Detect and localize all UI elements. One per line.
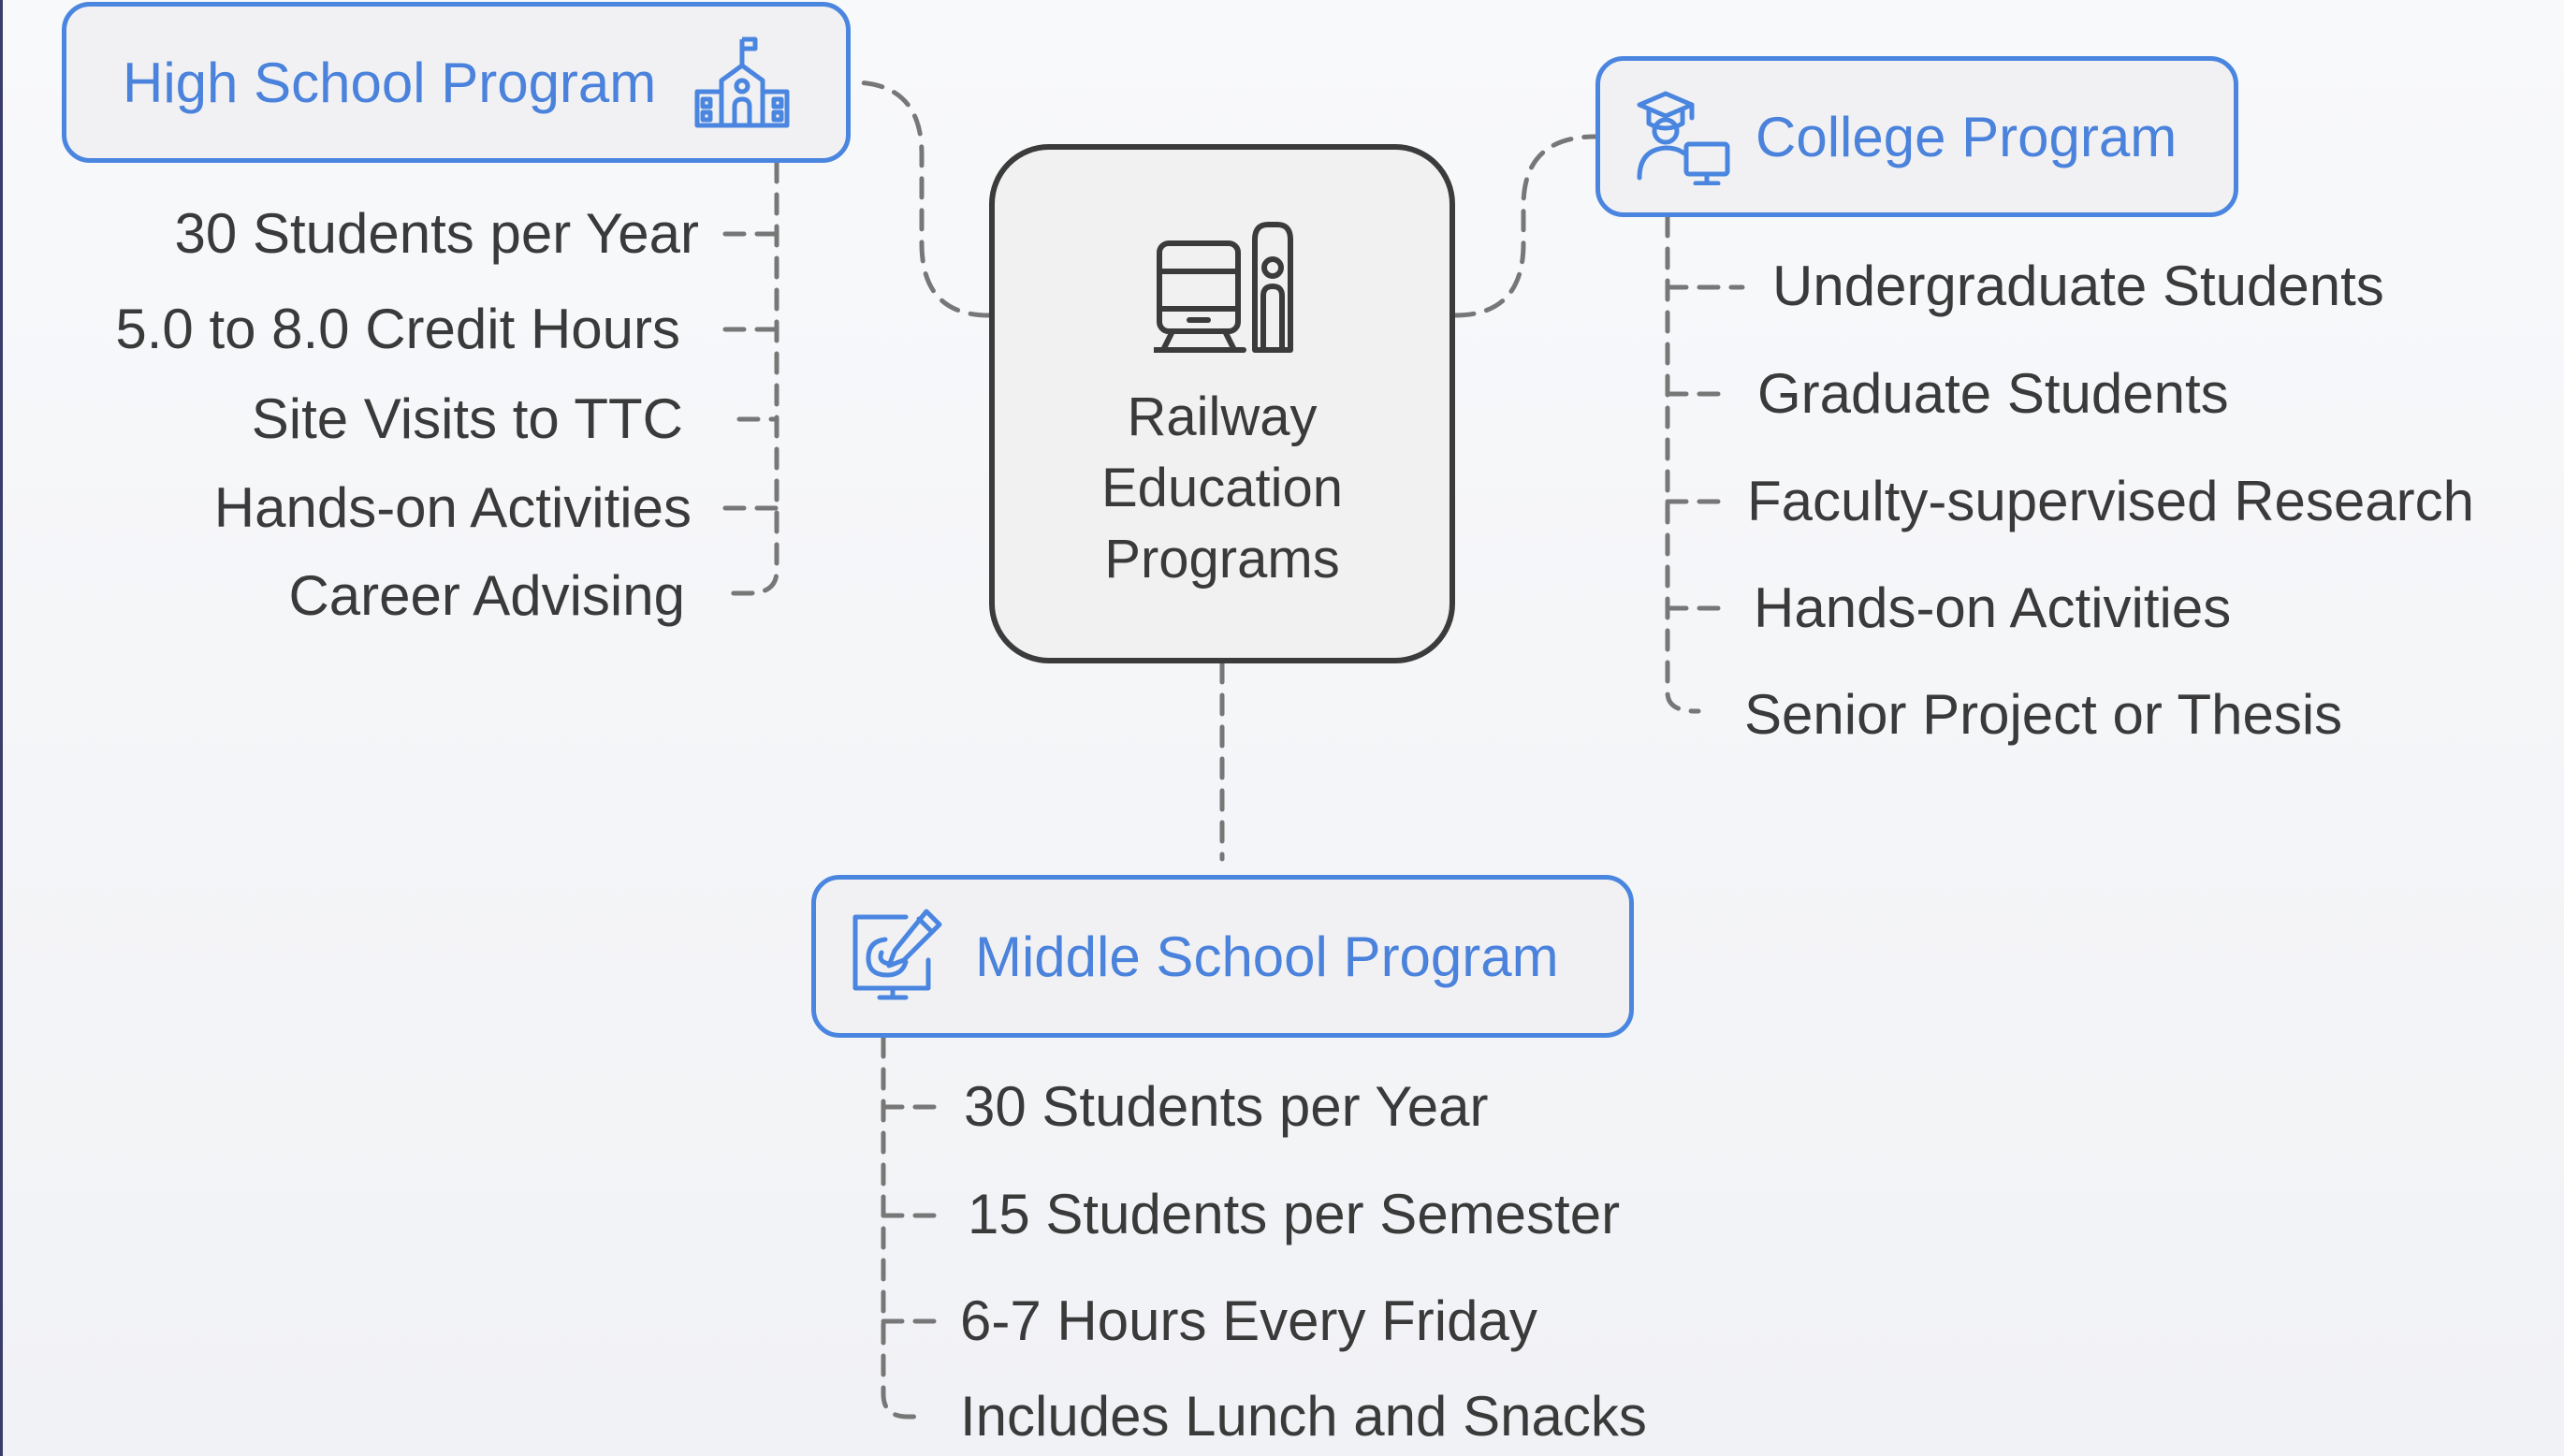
college-program-node[interactable]: College Program	[1595, 56, 2238, 217]
list-item: Undergraduate Students	[1772, 255, 2384, 317]
list-item: Senior Project or Thesis	[1744, 683, 2343, 746]
list-item: Hands-on Activities	[1754, 576, 2232, 639]
high-school-program-node[interactable]: High School Program	[62, 2, 851, 163]
middle-school-program-title: Middle School Program	[975, 925, 1559, 988]
list-item: 15 Students per Semester	[968, 1183, 1621, 1245]
list-item: 30 Students per Year	[174, 202, 699, 265]
list-item: Graduate Students	[1757, 362, 2229, 425]
central-node: Railway Education Programs	[989, 144, 1455, 663]
list-item: Site Visits to TTC	[251, 387, 683, 450]
list-item: Includes Lunch and Snacks	[960, 1385, 1647, 1448]
central-label: Railway Education Programs	[1101, 386, 1343, 590]
middle-school-program-node[interactable]: Middle School Program	[811, 875, 1634, 1038]
graduate-computer-icon	[1637, 91, 1730, 185]
college-program-title: College Program	[1755, 105, 2178, 168]
train-station-icon	[1154, 222, 1293, 353]
list-item: Faculty-supervised Research	[1747, 470, 2474, 532]
list-item: 30 Students per Year	[964, 1075, 1489, 1138]
list-item: 6-7 Hours Every Friday	[960, 1289, 1537, 1352]
window-edge	[0, 0, 3, 1456]
list-item: 5.0 to 8.0 Credit Hours	[115, 298, 680, 360]
list-item: Career Advising	[288, 564, 685, 627]
list-item: Hands-on Activities	[213, 476, 692, 539]
school-building-icon	[694, 36, 790, 128]
tablet-drawing-icon	[852, 909, 942, 1000]
high-school-program-title: High School Program	[123, 51, 657, 114]
